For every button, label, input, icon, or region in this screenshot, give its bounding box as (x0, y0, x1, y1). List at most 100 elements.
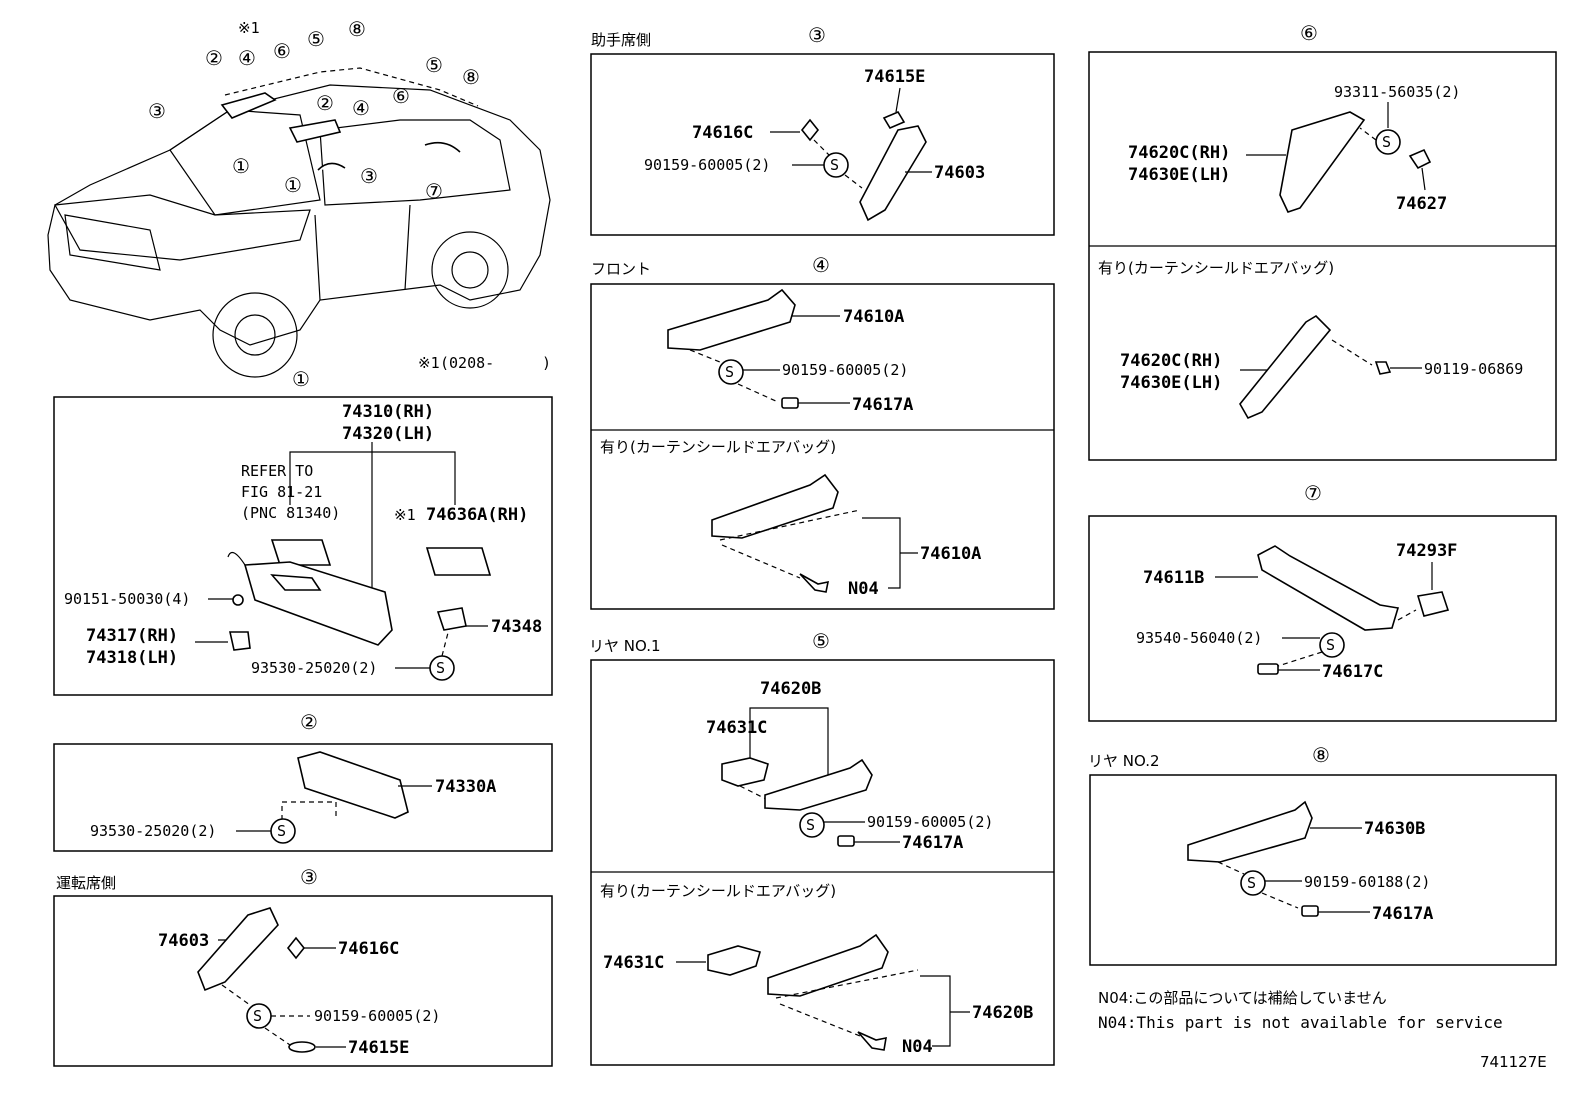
section-3-driver: 運転席側 ③ 74603 74616C S 90159-60005(2) 746… (53, 865, 553, 1067)
car-visor-right (288, 119, 342, 143)
part-74617A-4: 74617A (852, 395, 913, 415)
dash-74617A-8 (1261, 892, 1299, 909)
part-74620B-b: 74620B (972, 1003, 1033, 1023)
part-74620C-b: 74620C(RH) (1120, 351, 1222, 371)
ref-note-paren: ) (542, 354, 551, 372)
part-N04-4: N04 (848, 579, 879, 599)
part-N04-5: N04 (902, 1037, 933, 1057)
grip-74610A (667, 288, 796, 351)
screw-label-6: S (1382, 133, 1391, 151)
part-74318: 74318(LH) (86, 648, 178, 668)
leader-74620B-b (920, 975, 970, 1047)
clip-74293F (1416, 591, 1450, 617)
cap-74617C (1257, 663, 1279, 675)
screw-symbol-2 (270, 818, 296, 844)
section-7-number: ⑦ (1304, 481, 1322, 505)
screw-label-8: S (1247, 874, 1256, 892)
section-8-box (1089, 774, 1557, 966)
part-74616C-p: 74616C (692, 123, 753, 143)
car-door-line (314, 204, 411, 301)
dash-74603-d (221, 984, 251, 1006)
section-3-passenger-number: ③ (808, 23, 826, 47)
section-6-box (1088, 51, 1557, 461)
section-8-number: ⑧ (1312, 743, 1330, 767)
part-74617A-5: 74617A (902, 833, 963, 853)
section-4-front: フロント ④ 74610A S 90159-60005(2) 74617A 有り… (590, 253, 1055, 610)
section-7-box (1088, 515, 1557, 722)
bolt-90119-06869 (1374, 361, 1392, 375)
refer-line-1: REFER TO (241, 462, 313, 480)
screw-symbol-3p (823, 152, 849, 178)
part-74611B: 74611B (1143, 568, 1204, 588)
vehicle-overview: ③ ② ※1 ④ ⑥ ⑤ ⑧ ② ④ ⑥ ⑤ ⑧ ① ① ③ ⑦ ※1 (020… (47, 17, 551, 378)
car-callout-4b: ④ (352, 96, 370, 120)
part-90159-3d: 90159-60005(2) (314, 1007, 440, 1025)
car-rear-wheel (431, 231, 509, 309)
n04-note-jp: N04:この部品については補給していません (1098, 989, 1387, 1007)
section-3-passenger-box (590, 53, 1055, 236)
bracket-74631C-a (721, 757, 769, 787)
car-callout-3a: ③ (148, 99, 166, 123)
part-74615E-p: 74615E (864, 67, 925, 87)
car-callout-1b: ① (284, 173, 302, 197)
part-74620C-a: 74620C(RH) (1128, 143, 1230, 163)
dash-74617A-4 (737, 383, 779, 403)
sun-visor-body (243, 561, 393, 646)
leader-visor (289, 442, 456, 612)
screw-label-5: S (806, 816, 815, 834)
car-front-wheel-hub (234, 314, 276, 356)
part-74330A: 74330A (435, 777, 496, 797)
dash-93311 (1359, 127, 1377, 141)
section-3-passenger-label: 助手席側 (591, 31, 651, 49)
car-callout-5a: ⑤ (307, 27, 325, 51)
cover-74616C-p (800, 118, 820, 142)
cap-74617A-8 (1301, 905, 1319, 917)
visor-wire (227, 551, 246, 566)
part-90119-06869: 90119-06869 (1424, 360, 1523, 378)
screw-label-1: S (436, 659, 445, 677)
section-3-driver-label: 運転席側 (56, 874, 116, 892)
leader-74627 (1421, 167, 1426, 191)
section-1-box (53, 396, 553, 696)
screw-label-4: S (725, 363, 734, 381)
grip-74603-p (859, 125, 927, 222)
section-5-sub-label: 有り(カーテンシールドエアバッグ) (600, 882, 836, 900)
dash-74615E-d (264, 1027, 291, 1046)
section-6-sub-label: 有り(カーテンシールドエアバッグ) (1098, 259, 1334, 277)
dash-74330A (281, 801, 337, 820)
part-74617A-8: 74617A (1372, 904, 1433, 924)
part-74631C-b: 74631C (603, 953, 664, 973)
car-grip-side (317, 162, 346, 171)
notes: N04:この部品については補給していません N04:This part is n… (1098, 989, 1547, 1071)
refer-line-3: (PNC 81340) (241, 504, 340, 522)
visor-bracket-74317 (229, 631, 251, 651)
car-roof-leader (224, 67, 479, 107)
section-3-passenger: 助手席側 ③ 74615E 74616C 90159-60005(2) S 74… (590, 23, 1055, 236)
part-90159-60188: 90159-60188(2) (1304, 873, 1430, 891)
car-callout-1a: ① (232, 154, 250, 178)
section-4-box (590, 283, 1055, 610)
cap-74617A-4 (781, 397, 799, 409)
cap-74615E-p (882, 110, 906, 130)
section-3-driver-box (53, 895, 553, 1067)
screw-symbol-5 (799, 812, 825, 838)
screw-label-2: S (277, 822, 286, 840)
part-74348: 74348 (491, 617, 542, 637)
cap-74617A-5 (837, 835, 855, 847)
part-74603-d: 74603 (158, 931, 209, 951)
section-7: ⑦ 74293F 74611B 93540-56040(2) S 74617C (1088, 481, 1557, 722)
car-rear-wheel-hub (451, 251, 489, 289)
leader-74615E-p (895, 87, 901, 113)
grip-74620C-b (1239, 314, 1332, 420)
car-callout-5b: ⑤ (425, 53, 443, 77)
section-5-number: ⑤ (812, 629, 830, 653)
part-74317: 74317(RH) (86, 626, 178, 646)
section-3-driver-number: ③ (300, 865, 318, 889)
cover-74616C-d (286, 936, 306, 960)
grip-74620B-a (764, 758, 873, 811)
car-body-outline (47, 84, 551, 346)
section-6: ⑥ 93311-56035(2) S 74620C(RH) 74630E(LH)… (1088, 21, 1557, 461)
part-74616C-d: 74616C (338, 939, 399, 959)
visor-clip-74348 (436, 607, 467, 631)
